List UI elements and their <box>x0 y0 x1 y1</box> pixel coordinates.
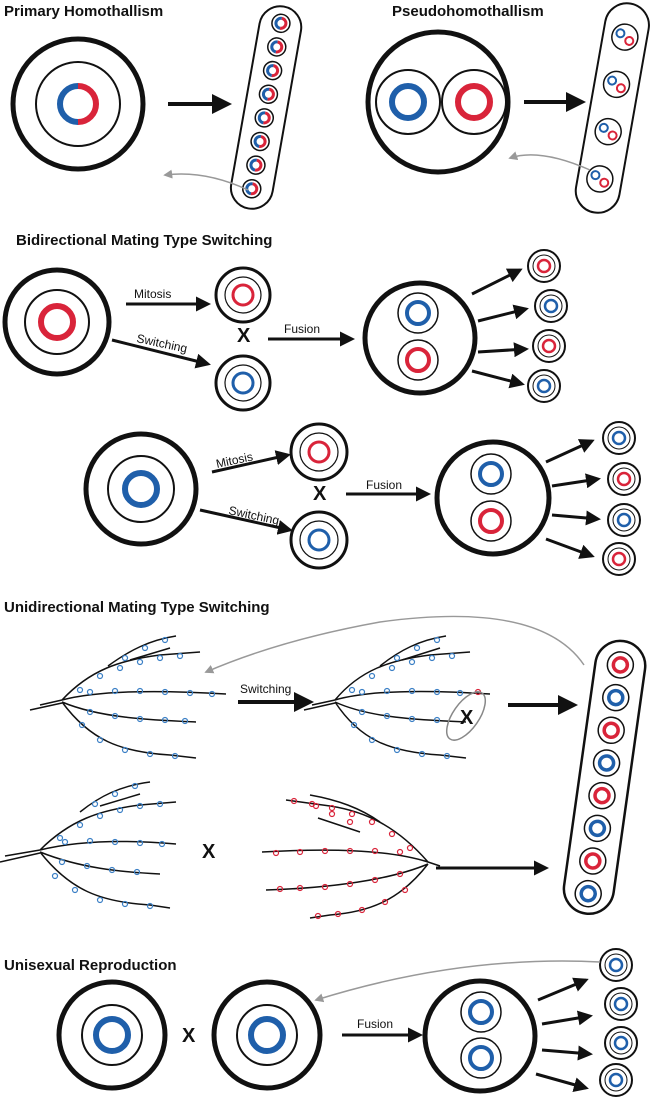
cross-mark: X <box>237 325 251 347</box>
feedback-arrow <box>163 169 249 191</box>
nucleus <box>35 61 121 147</box>
binucleate-cell <box>365 29 511 175</box>
ascospore-column <box>242 13 291 199</box>
bidirectional-row-2: Mitosis Switching X Fusion <box>83 421 641 576</box>
hyphal-nuclei-switched <box>348 636 464 760</box>
switching-label-2: Switching <box>227 503 280 527</box>
ascus-pseudo <box>574 2 650 214</box>
ascus <box>229 5 303 210</box>
title-bidirectional-switching: Bidirectional Mating Type Switching <box>16 232 272 249</box>
parent-cell-1 <box>56 979 168 1091</box>
title-primary-homothallism: Primary Homothallism <box>4 3 163 20</box>
cross-mark-2: X <box>313 483 327 505</box>
diploid-cell <box>10 36 146 172</box>
ascus-uni <box>562 639 647 915</box>
title-unisexual-reproduction: Unisexual Reproduction <box>4 957 177 974</box>
hyphal-nuclei-a <box>272 797 414 920</box>
diploid-cell <box>362 280 478 396</box>
fusion-label: Fusion <box>284 322 320 336</box>
diploid-cell-2 <box>434 439 552 557</box>
title-pseudohomothallism: Pseudohomothallism <box>392 3 544 20</box>
mycelium-alpha <box>29 635 227 759</box>
mycelium-switched <box>303 635 491 759</box>
ascospores-uni <box>574 651 635 908</box>
cross-mark-uni: X <box>460 707 474 729</box>
unidirectional-panel: Switching X X <box>0 615 647 920</box>
title-unidirectional-switching: Unidirectional Mating Type Switching <box>4 599 270 616</box>
feedback-arrow-uni <box>204 615 585 674</box>
mitosis-label: Mitosis <box>134 287 171 301</box>
fusion-label-2: Fusion <box>366 478 402 492</box>
cross-mark-mycelia: X <box>202 841 216 863</box>
hyphal-nuclei-alpha-partner <box>51 782 166 910</box>
nucleus-alpha-half <box>57 83 79 125</box>
switching-arrow-2 <box>199 508 293 535</box>
hyphal-nuclei-alpha <box>76 636 216 760</box>
nucleus-a-half <box>77 83 99 125</box>
fusion-label-unisexual: Fusion <box>357 1017 393 1031</box>
unisexual-panel: X Fusion <box>56 948 638 1097</box>
cross-mark-unisexual: X <box>182 1025 196 1047</box>
nucleus-alpha <box>375 69 441 135</box>
binucleate-spores <box>586 23 639 193</box>
mycelium-a <box>261 794 441 919</box>
feedback-arrow-pseudo <box>508 151 591 171</box>
fusion-zone <box>445 691 487 741</box>
mitosis-arrow-2 <box>211 450 291 474</box>
feedback-arrow-unisexual <box>314 960 601 1003</box>
parent-cell <box>2 267 112 377</box>
nucleus-a <box>441 69 507 135</box>
primary-homothallism-panel <box>10 5 303 210</box>
switching-arrow <box>111 338 211 369</box>
parent-cell-2 <box>211 979 323 1091</box>
diploid-cell-unisexual <box>422 978 538 1094</box>
parent-cell <box>83 431 199 547</box>
switching-label-uni: Switching <box>240 682 291 696</box>
mycelium-alpha-partner <box>0 781 177 909</box>
pseudohomothallism-panel <box>365 2 650 214</box>
bidirectional-row-1: Mitosis Switching X Fusion <box>2 249 568 412</box>
